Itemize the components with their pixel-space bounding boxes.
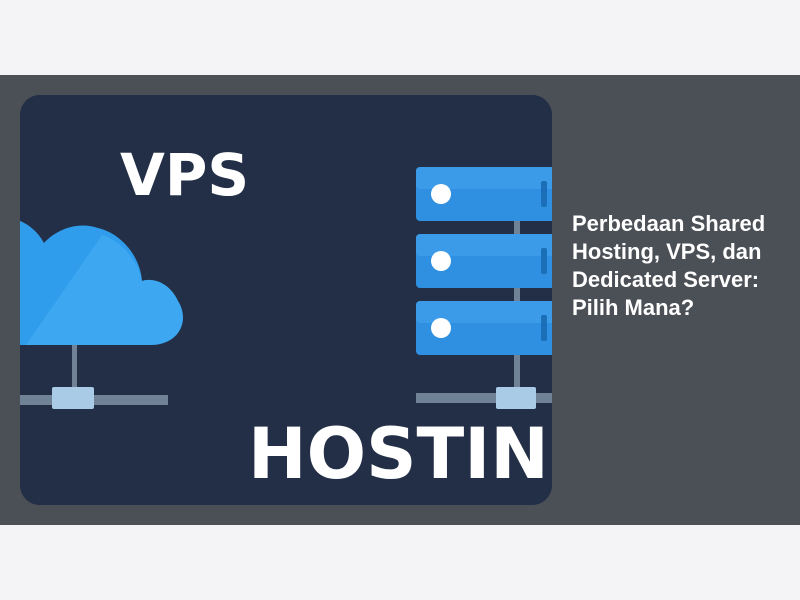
article-title[interactable]: Perbedaan Shared Hosting, VPS, dan Dedic… (572, 211, 766, 320)
server-rack-icon (416, 167, 552, 409)
article-card[interactable]: VPS HOSTIN Perb (0, 75, 800, 525)
thumbnail-heading: VPS (120, 141, 249, 209)
article-thumbnail[interactable]: VPS HOSTIN (20, 95, 552, 505)
thumbnail-footer-text: HOSTIN (248, 413, 549, 495)
vps-hosting-illustration: VPS HOSTIN (20, 95, 552, 505)
cloud-icon (20, 220, 183, 409)
